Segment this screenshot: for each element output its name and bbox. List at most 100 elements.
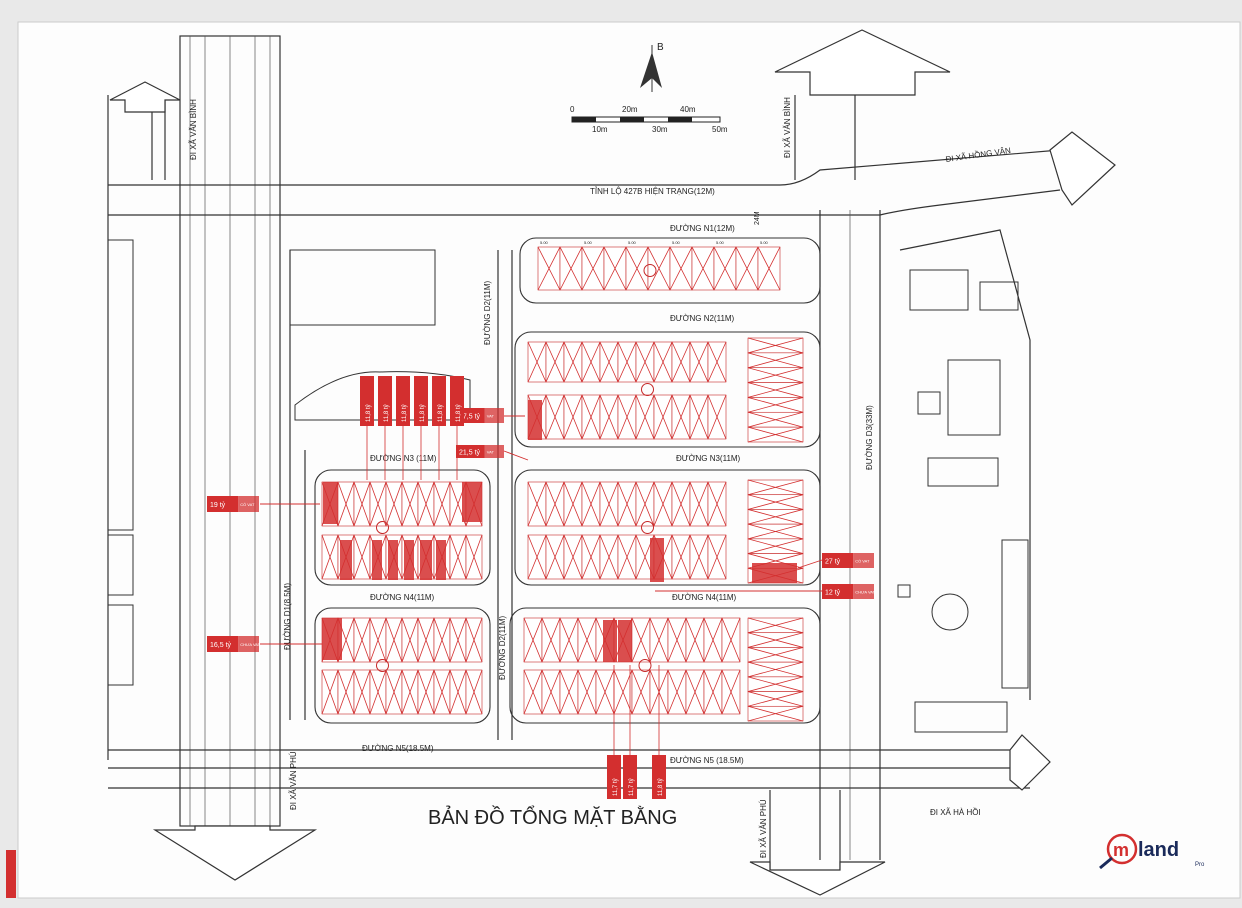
lot-cross [635, 341, 655, 383]
lot-cross [685, 669, 705, 715]
lot-cross [747, 494, 804, 510]
vertical-price-tag[interactable]: 11,8 tỷ [450, 376, 464, 480]
vertical-tag-box [450, 376, 464, 426]
vertical-tag-price: 11,8 tỷ [365, 404, 372, 422]
lot-cross [617, 394, 637, 440]
lot-cross [563, 481, 583, 527]
lot-cross [559, 617, 579, 663]
lot-cross [707, 534, 727, 580]
lot-cross [401, 617, 419, 663]
vertical-tag-price: 11,8 tỷ [437, 404, 444, 422]
plot-size-label: 5.00 [760, 240, 769, 245]
lot-cross [747, 523, 804, 540]
lot-cross [321, 534, 339, 580]
sold-lot[interactable] [372, 540, 382, 580]
brand-logo: m land Pro [1099, 833, 1205, 870]
block-outline [314, 607, 491, 724]
arrow-down-right [749, 861, 886, 896]
road-n5-left-label: ĐƯỜNG N5(18.5M) [362, 744, 434, 753]
bottom-price-tag[interactable]: 11,7 tỷ [623, 665, 637, 799]
tag-note: VAT [487, 450, 495, 455]
tag-note: CÓ VAT [855, 559, 870, 564]
sold-lot[interactable] [650, 538, 664, 582]
sold-lot[interactable] [752, 563, 797, 583]
tag-note-box [484, 408, 504, 423]
lot-cross [689, 341, 709, 383]
right-buildings [897, 269, 1029, 733]
lot-cross [747, 632, 804, 648]
lot-cross [369, 669, 387, 715]
lot-cross [599, 341, 619, 383]
vertical-price-tag[interactable]: 11,8 tỷ [432, 376, 446, 480]
tag-price-box [207, 496, 239, 512]
sold-lot[interactable] [436, 540, 446, 580]
lot-cross [433, 617, 451, 663]
lot-cross [353, 617, 371, 663]
lot-cross [747, 382, 804, 398]
sold-lot[interactable] [340, 540, 352, 580]
lot-cross [747, 676, 804, 692]
bottom-price-tag[interactable]: 11,7 tỷ [607, 665, 621, 799]
lot-cross [465, 617, 483, 663]
tag-leader-line [797, 559, 823, 569]
bottom-tag-price: 11,8 tỷ [657, 778, 664, 796]
lot-cross [747, 647, 804, 663]
sold-lot[interactable] [462, 482, 482, 522]
sold-lot[interactable] [528, 400, 542, 440]
tag-note-box [853, 553, 874, 568]
lot-cross [703, 617, 723, 663]
vertical-price-tag[interactable]: 11,8 tỷ [396, 376, 410, 480]
vertical-tag-box [414, 376, 428, 426]
lot-cross [747, 538, 804, 554]
bottom-price-tag[interactable]: 11,8 tỷ [652, 665, 666, 799]
lot-cross [577, 669, 597, 715]
road-tl427b-label: TỈNH LỘ 427B HIỆN TRẠNG(12M) [590, 187, 715, 196]
vertical-price-tag[interactable]: 11,8 tỷ [378, 376, 392, 480]
dir-van-binh-top: ĐI XÃ VĂN BÌNH [783, 97, 792, 158]
tag-price-box [822, 584, 854, 599]
vertical-price-tag[interactable]: 11,8 tỷ [414, 376, 428, 480]
lot-cross [603, 246, 627, 291]
lot-cross [581, 246, 605, 291]
road-n1-label: ĐƯỜNG N1(12M) [670, 224, 735, 233]
lot-cross [465, 534, 483, 580]
bottom-tag-price: 11,7 tỷ [628, 778, 635, 796]
sold-lot[interactable] [603, 620, 617, 662]
road-n5-right-label: ĐƯỜNG N5 (18.5M) [670, 756, 744, 765]
vertical-tag-price: 11,8 tỷ [419, 404, 426, 422]
lot-cross [417, 669, 435, 715]
lot-cross [401, 669, 419, 715]
sold-lot[interactable] [420, 540, 432, 580]
plot-block [509, 607, 821, 724]
lot-cross [545, 341, 565, 383]
tag-price: 16,5 tỷ [210, 642, 232, 649]
scale-label-50: 50m [712, 125, 728, 134]
road-n2-label: ĐƯỜNG N2(11M) [670, 314, 735, 323]
lot-cross [667, 617, 687, 663]
road-24m-label: 24M [754, 211, 761, 225]
sold-lot[interactable] [322, 618, 342, 660]
lot-cross [747, 337, 804, 354]
lot-cross [545, 534, 565, 580]
lot-cross [635, 394, 655, 440]
sold-lot[interactable] [323, 482, 338, 524]
lot-cross [747, 479, 804, 496]
lot-cross [707, 341, 727, 383]
red-edge-marker [6, 850, 16, 898]
lot-cross [747, 691, 804, 707]
lot-cross [433, 481, 451, 527]
sold-lot[interactable] [618, 620, 632, 662]
lot-cross [581, 481, 601, 527]
sold-lot[interactable] [404, 540, 414, 580]
vertical-price-tag[interactable]: 11,8 tỷ [360, 376, 374, 480]
lot-cross [689, 534, 709, 580]
sold-lot[interactable] [388, 540, 398, 580]
plot-size-label: 5.00 [540, 240, 549, 245]
